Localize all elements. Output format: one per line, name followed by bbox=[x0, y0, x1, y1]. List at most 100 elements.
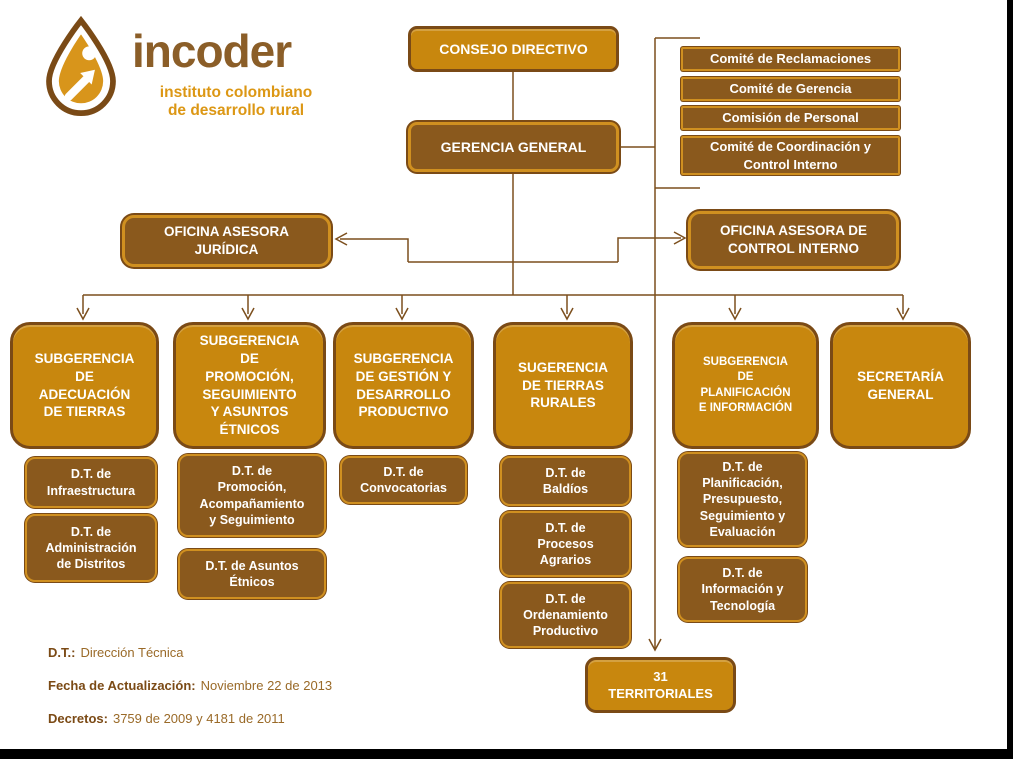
label-line: SUBGERENCIA bbox=[199, 333, 300, 349]
label-line: Ordenamiento bbox=[523, 607, 608, 622]
label-line: JURÍDICA bbox=[194, 242, 259, 257]
logo-subtitle: instituto colombiano de desarrollo rural bbox=[134, 84, 338, 120]
label-line: 31 bbox=[653, 668, 668, 684]
node-label: Comité de Coordinación y Control Interno bbox=[709, 139, 872, 172]
label-line: SUBGERENCIA bbox=[34, 350, 135, 366]
label-line: CONTROL INTERNO bbox=[727, 241, 859, 256]
label-line: DE bbox=[737, 371, 754, 384]
label-line: DE GESTIÓN Y bbox=[355, 368, 452, 384]
node-label: Comité de Gerencia bbox=[729, 81, 852, 97]
node-label: Comité de Reclamaciones bbox=[709, 51, 872, 67]
node-dt-planificacion-presupuesto-seguimiento-evaluacion: D.T. de Planificación, Presupuesto, Segu… bbox=[678, 452, 807, 547]
label-line: D.T. de bbox=[383, 464, 424, 479]
label-line: OFICINA ASESORA bbox=[163, 224, 289, 240]
node-dt-baldios: D.T. de Baldíos bbox=[500, 456, 631, 506]
label-line: Acompañamiento bbox=[199, 496, 305, 511]
label-line: DE TIERRAS bbox=[522, 377, 604, 393]
node-consejo-directivo: CONSEJO DIRECTIVO bbox=[408, 26, 619, 72]
node-oficina-asesora-control-interno: OFICINA ASESORA DE CONTROL INTERNO bbox=[688, 211, 899, 269]
label-line: D.T. de bbox=[70, 467, 112, 482]
logo-subtitle-line2: de desarrollo rural bbox=[167, 101, 305, 119]
node-sugerencia-tierras-rurales: SUGERENCIA DE TIERRAS RURALES bbox=[493, 322, 633, 449]
label-line: DE bbox=[240, 350, 259, 366]
label-line: SEGUIMIENTO bbox=[202, 386, 297, 402]
node-secretaria-general: SECRETARÍA GENERAL bbox=[830, 322, 971, 449]
label-line: Planificación, bbox=[702, 476, 783, 491]
footnote-text: Dirección Técnica bbox=[80, 645, 184, 660]
label-line: DESARROLLO bbox=[356, 386, 451, 402]
node-dt-asuntos-etnicos: D.T. de Asuntos Étnicos bbox=[178, 549, 326, 599]
label-line: Seguimiento y bbox=[699, 508, 786, 523]
label-line: SECRETARÍA bbox=[857, 368, 944, 384]
node-subgerencia-gestion-desarrollo-productivo: SUBGERENCIA DE GESTIÓN Y DESARROLLO PROD… bbox=[333, 322, 474, 449]
label-line: Procesos bbox=[537, 536, 594, 551]
bottom-black-bar bbox=[0, 749, 1013, 759]
label-line: GENERAL bbox=[867, 386, 934, 402]
label-line: SUBGERENCIA bbox=[353, 350, 454, 366]
node-31-territoriales: 31 TERRITORIALES bbox=[585, 657, 736, 713]
label-line: Información y bbox=[701, 582, 784, 597]
logo-wordmark: incoder bbox=[132, 25, 292, 77]
label-line: OFICINA ASESORA DE bbox=[719, 223, 867, 239]
label-line: D.T. de bbox=[545, 465, 586, 480]
label-line: PLANIFICACIÓN bbox=[700, 386, 791, 399]
label-line: de Distritos bbox=[56, 557, 126, 572]
node-comite-reclamaciones: Comité de Reclamaciones bbox=[681, 47, 900, 71]
footnote-text: Noviembre 22 de 2013 bbox=[200, 678, 333, 693]
label-line: D.T. de bbox=[722, 566, 763, 581]
label-line: Y ASUNTOS bbox=[210, 404, 289, 420]
label-line: Presupuesto, bbox=[702, 492, 783, 507]
node-comision-personal: Comisión de Personal bbox=[681, 106, 900, 130]
node-dt-convocatorias: D.T. de Convocatorias bbox=[340, 456, 467, 504]
node-label: Comisión de Personal bbox=[722, 110, 859, 126]
label-line: DE TIERRAS bbox=[43, 404, 126, 420]
footnote-text: 3759 de 2009 y 4181 de 2011 bbox=[112, 711, 285, 726]
node-dt-promocion-acompanamiento-seguimiento: D.T. de Promoción, Acompañamiento y Segu… bbox=[178, 454, 326, 537]
label-line: SUGERENCIA bbox=[517, 359, 608, 375]
footnote-label: Fecha de Actualización: bbox=[48, 678, 196, 693]
node-comite-coordinacion-control-interno: Comité de Coordinación y Control Interno bbox=[681, 136, 900, 175]
incoder-drop-icon bbox=[46, 15, 116, 117]
label-line: PRODUCTIVO bbox=[358, 404, 449, 420]
node-dt-infraestructura: D.T. de Infraestructura bbox=[25, 457, 157, 508]
label-line: PROMOCIÓN, bbox=[205, 368, 294, 384]
label-line: E INFORMACIÓN bbox=[698, 401, 793, 414]
label-line: RURALES bbox=[530, 395, 596, 411]
label-line: SUBGERENCIA bbox=[703, 356, 788, 369]
logo-subtitle-line1: instituto colombiano bbox=[159, 84, 313, 101]
right-black-bar bbox=[1007, 0, 1013, 759]
label-line: DE bbox=[75, 368, 94, 384]
node-label: GERENCIA GENERAL bbox=[440, 138, 587, 155]
footnote-fecha-actualizacion: Fecha de Actualización: Noviembre 22 de 2… bbox=[48, 678, 332, 693]
node-dt-ordenamiento-productivo: D.T. de Ordenamiento Productivo bbox=[500, 582, 631, 648]
label-line: Promoción, bbox=[217, 480, 287, 495]
node-comite-gerencia: Comité de Gerencia bbox=[681, 77, 900, 101]
node-oficina-asesora-juridica: OFICINA ASESORA JURÍDICA bbox=[122, 215, 331, 267]
label-line: D.T. de bbox=[545, 591, 586, 606]
node-label: CONSEJO DIRECTIVO bbox=[439, 40, 588, 57]
label-line: ADECUACIÓN bbox=[38, 386, 131, 402]
label-line: Productivo bbox=[532, 624, 599, 639]
label-line: Baldíos bbox=[542, 482, 589, 496]
label-line: D.T. de bbox=[70, 524, 112, 539]
label-line: D.T. de bbox=[722, 459, 763, 474]
label-line: ÉTNICOS bbox=[219, 422, 280, 438]
label-line: Evaluación bbox=[709, 524, 776, 539]
node-dt-administracion-distritos: D.T. de Administración de Distritos bbox=[25, 514, 157, 582]
node-dt-informacion-tecnologia: D.T. de Información y Tecnología bbox=[678, 557, 807, 622]
footnote-decretos: Decretos: 3759 de 2009 y 4181 de 2011 bbox=[48, 711, 285, 726]
label-line: D.T. de Asuntos bbox=[205, 558, 299, 573]
footnote-label: Decretos: bbox=[48, 711, 108, 726]
label-line: Infraestructura bbox=[46, 483, 136, 498]
label-line: y Seguimiento bbox=[209, 512, 295, 527]
label-line: TERRITORIALES bbox=[608, 686, 713, 701]
node-subgerencia-planificacion-informacion: SUBGERENCIA DE PLANIFICACIÓN E INFORMACI… bbox=[672, 322, 819, 449]
label-line: D.T. de bbox=[545, 520, 586, 535]
label-line: Agrarios bbox=[539, 553, 592, 568]
label-line: D.T. de bbox=[231, 464, 273, 478]
node-gerencia-general: GERENCIA GENERAL bbox=[408, 122, 619, 172]
label-line: Étnicos bbox=[229, 575, 275, 589]
node-dt-procesos-agrarios: D.T. de Procesos Agrarios bbox=[500, 511, 631, 577]
footnote-label: D.T.: bbox=[48, 645, 76, 660]
footnote-dt: D.T.: Dirección Técnica bbox=[48, 645, 184, 660]
